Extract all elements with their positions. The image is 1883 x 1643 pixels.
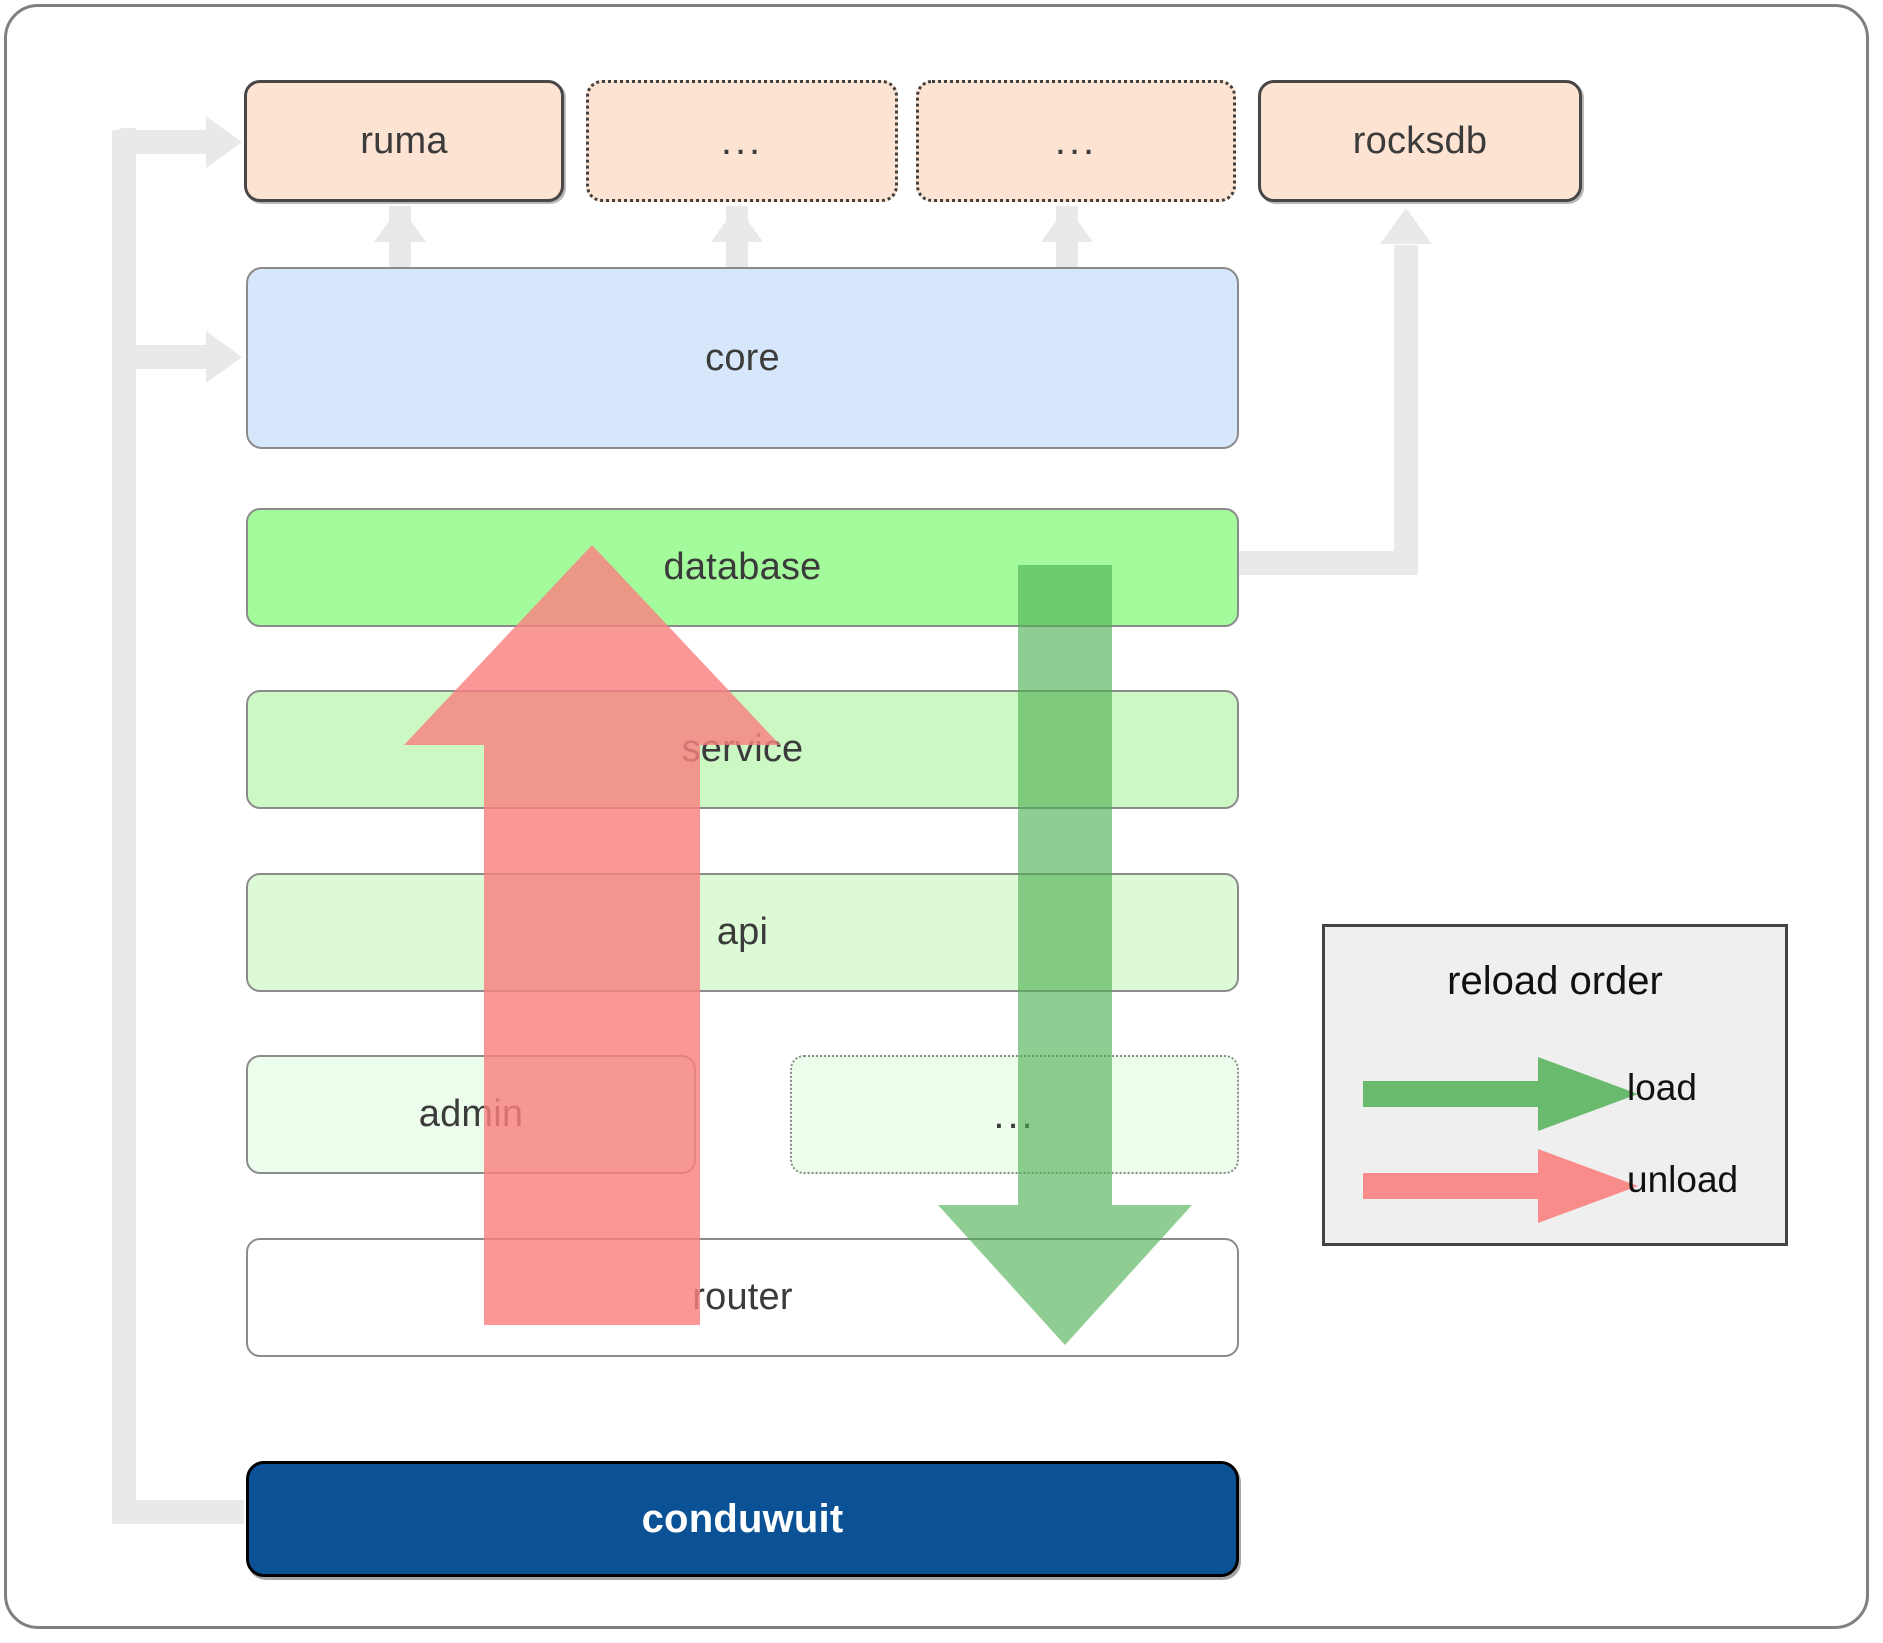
- node-conduwuit-label: conduwuit: [641, 1496, 844, 1541]
- node-rocksdb[interactable]: rocksdb: [1258, 80, 1582, 202]
- legend-title: reload order: [1447, 959, 1663, 1003]
- node-dep-ellipsis-2-label: ...: [1054, 119, 1098, 163]
- node-dep-ellipsis-1[interactable]: ...: [586, 80, 898, 202]
- node-layer-ellipsis[interactable]: ...: [790, 1055, 1239, 1174]
- node-service[interactable]: service: [246, 690, 1239, 809]
- connector-database-to-rocksdb-vertical: [1394, 245, 1418, 563]
- load-legend-arrow-icon: [1363, 1057, 1638, 1131]
- node-api-label: api: [716, 911, 769, 953]
- node-ruma[interactable]: ruma: [244, 80, 564, 202]
- node-database-label: database: [663, 546, 822, 588]
- node-api[interactable]: api: [246, 873, 1239, 992]
- node-service-label: service: [681, 728, 804, 770]
- node-database[interactable]: database: [246, 508, 1239, 627]
- node-rocksdb-label: rocksdb: [1352, 119, 1488, 162]
- connector-to-core-arrowhead: [206, 331, 242, 383]
- node-core[interactable]: core: [246, 267, 1239, 449]
- connector-core-to-dep1-arrowhead: [711, 206, 763, 242]
- connector-to-core-shaft: [112, 345, 214, 369]
- node-router[interactable]: router: [246, 1238, 1239, 1357]
- connector-database-to-rocksdb-horizontal: [1222, 551, 1418, 575]
- node-core-label: core: [705, 336, 780, 379]
- diagram-frame: [4, 4, 1869, 1629]
- node-dep-ellipsis-2[interactable]: ...: [916, 80, 1236, 202]
- node-router-label: router: [692, 1276, 793, 1318]
- node-admin-label: admin: [418, 1093, 524, 1135]
- connector-to-ruma-shaft: [112, 130, 214, 154]
- legend-panel: reload order load unload: [1322, 924, 1788, 1246]
- legend-row-unload: unload: [1325, 1143, 1785, 1229]
- legend-row-load: load: [1325, 1051, 1785, 1137]
- node-conduwuit[interactable]: conduwuit: [246, 1461, 1239, 1577]
- legend-label-unload: unload: [1627, 1159, 1739, 1200]
- node-ruma-label: ruma: [360, 119, 448, 162]
- connector-database-to-rocksdb-arrowhead: [1380, 208, 1432, 244]
- connector-core-to-ruma-arrowhead: [374, 206, 426, 242]
- node-dep-ellipsis-1-label: ...: [720, 119, 764, 163]
- connector-spine-vertical: [112, 128, 136, 1524]
- connector-spine-to-app: [112, 1500, 244, 1524]
- legend-label-load: load: [1627, 1067, 1697, 1108]
- connector-core-to-dep2-arrowhead: [1041, 206, 1093, 242]
- node-layer-ellipsis-label: ...: [993, 1092, 1036, 1137]
- connector-to-ruma-arrowhead: [206, 116, 242, 168]
- unload-legend-arrow-icon: [1363, 1149, 1638, 1223]
- node-admin[interactable]: admin: [246, 1055, 696, 1174]
